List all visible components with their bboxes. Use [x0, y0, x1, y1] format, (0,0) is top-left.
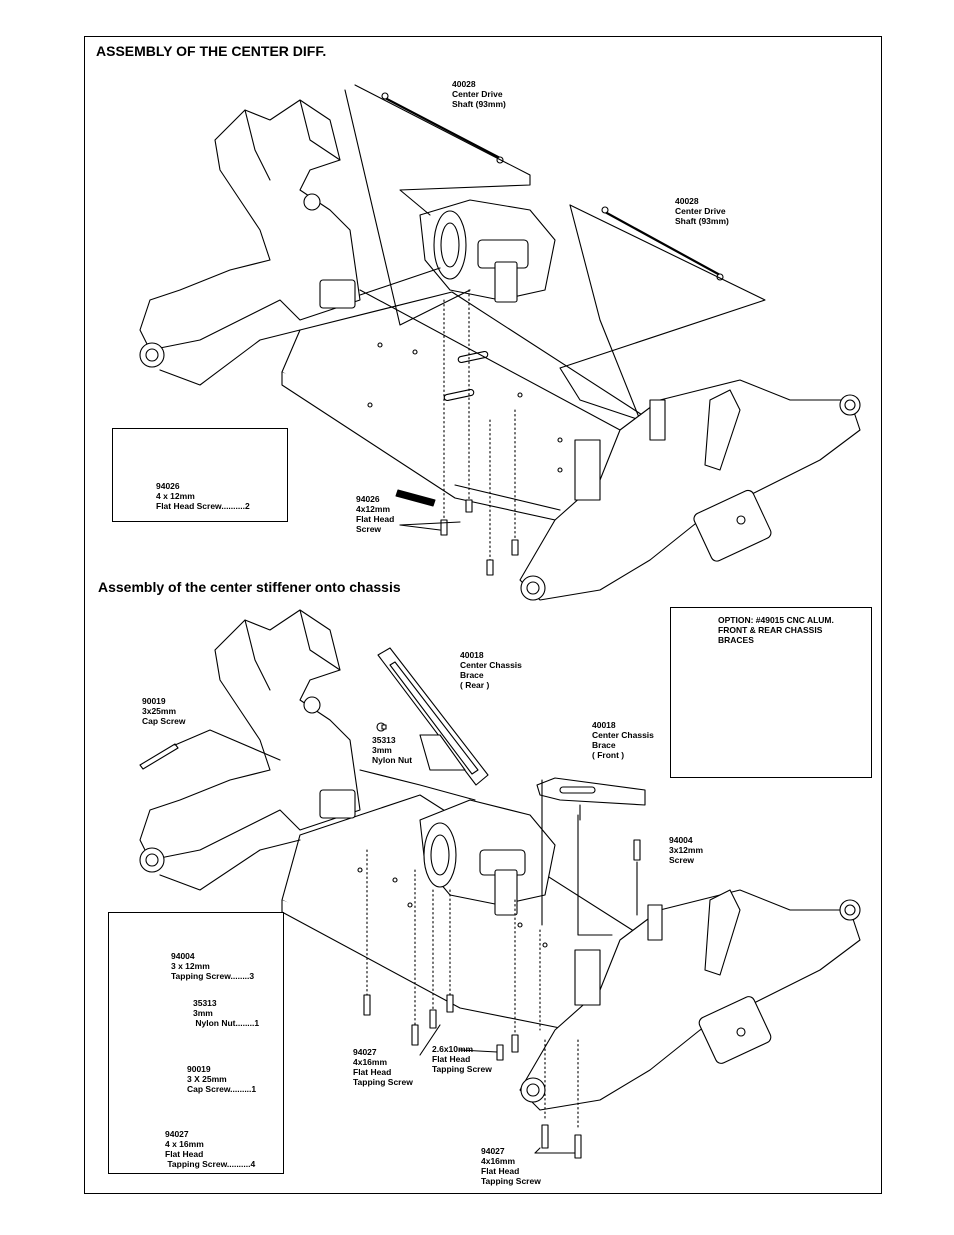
- rear-suspension-bottom: [140, 610, 360, 890]
- front-suspension-bottom: [520, 890, 860, 1110]
- callout-tapping-screw-94027-a: 94027 4x16mm Flat Head Tapping Screw: [353, 1047, 413, 1087]
- option-box-text: OPTION: #49015 CNC ALUM. FRONT & REAR CH…: [718, 615, 834, 645]
- screws-bottom: [364, 725, 640, 1158]
- parts-box-2: [108, 912, 284, 1174]
- screws-top: [396, 490, 518, 575]
- callout-brace-rear: 40018 Center Chassis Brace ( Rear ): [460, 650, 522, 690]
- parts-box-2-item-94004: 94004 3 x 12mm Tapping Screw........3: [171, 951, 255, 981]
- parts-box-1-item: 94026 4 x 12mm Flat Head Screw..........…: [156, 481, 250, 511]
- screw-drop-lines-top: [444, 290, 515, 560]
- parts-box-1: [112, 428, 288, 522]
- page-frame: [84, 36, 882, 1194]
- callout-center-drive-shaft-a: 40028 Center Drive Shaft (93mm): [452, 79, 506, 109]
- parts-box-2-item-94027: 94027 4 x 16mm Flat Head Tapping Screw..…: [165, 1129, 256, 1169]
- section-title-center-diff: ASSEMBLY OF THE CENTER DIFF.: [96, 43, 327, 59]
- drive-shafts-top: [345, 85, 765, 420]
- screw-drop-lines-bottom: [367, 850, 578, 1130]
- callout-cap-screw-90019: 90019 3x25mm Cap Screw: [142, 696, 186, 726]
- callout-flat-head-screw-94026: 94026 4x12mm Flat Head Screw: [356, 494, 395, 534]
- callout-screw-94004: 94004 3x12mm Screw: [669, 835, 704, 865]
- callout-tapping-screw-94027-b: 94027 4x16mm Flat Head Tapping Screw: [481, 1146, 541, 1186]
- callout-brace-front: 40018 Center Chassis Brace ( Front ): [592, 720, 654, 760]
- option-box: [670, 607, 872, 778]
- center-diff-top: [360, 200, 555, 302]
- front-suspension-top: [520, 380, 860, 600]
- front-brace: [537, 778, 645, 820]
- parts-box-2-item-35313: 35313 3mm Nylon Nut........1: [193, 998, 260, 1028]
- callout-nylon-nut-35313: 35313 3mm Nylon Nut: [372, 735, 413, 765]
- section-title-stiffener: Assembly of the center stiffener onto ch…: [98, 579, 401, 595]
- connector-lines-bottom: [360, 770, 637, 1153]
- callout-tapping-screw-2-6x10: 2.6x10mm Flat Head Tapping Screw: [432, 1044, 492, 1074]
- callout-center-drive-shaft-b: 40028 Center Drive Shaft (93mm): [675, 196, 729, 226]
- chassis-spine-top: [360, 290, 620, 510]
- parts-box-2-item-90019: 90019 3 X 25mm Cap Screw.........1: [187, 1064, 257, 1094]
- center-diff-bottom: [420, 800, 555, 915]
- cap-screw-90019: [140, 730, 280, 769]
- rear-suspension-top: [140, 100, 360, 385]
- chassis-plate-bottom: [282, 795, 640, 1032]
